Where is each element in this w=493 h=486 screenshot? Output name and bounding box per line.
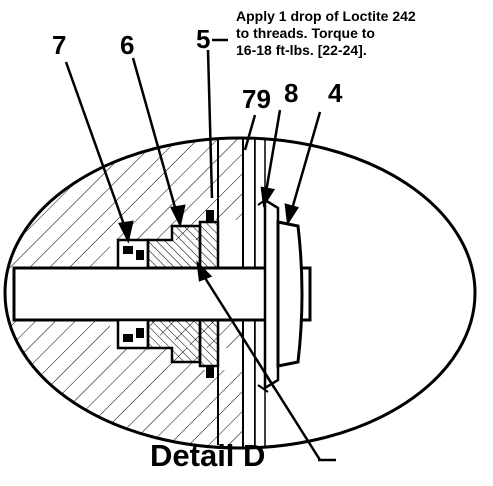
callout-8: 8 — [284, 78, 299, 108]
callout-6: 6 — [120, 30, 135, 60]
leader-lines — [64, 38, 336, 462]
callout-7: 7 — [52, 30, 67, 60]
detail-title: Detail D — [150, 438, 266, 473]
torque-note-line-1: Apply 1 drop of Loctite 242 — [236, 8, 416, 24]
detail-boundary — [3, 136, 477, 450]
torque-note-line-2: to threads. Torque to — [236, 25, 375, 41]
callout-5: 5 — [196, 24, 211, 54]
torque-note-line-3: 16-18 ft-lbs. [22-24]. — [236, 42, 367, 58]
callout-4: 4 — [328, 78, 343, 108]
callout-79: 79 — [242, 84, 271, 114]
bushing-6 — [146, 224, 202, 364]
screw-4 — [276, 220, 304, 368]
seal-5 — [198, 210, 220, 378]
